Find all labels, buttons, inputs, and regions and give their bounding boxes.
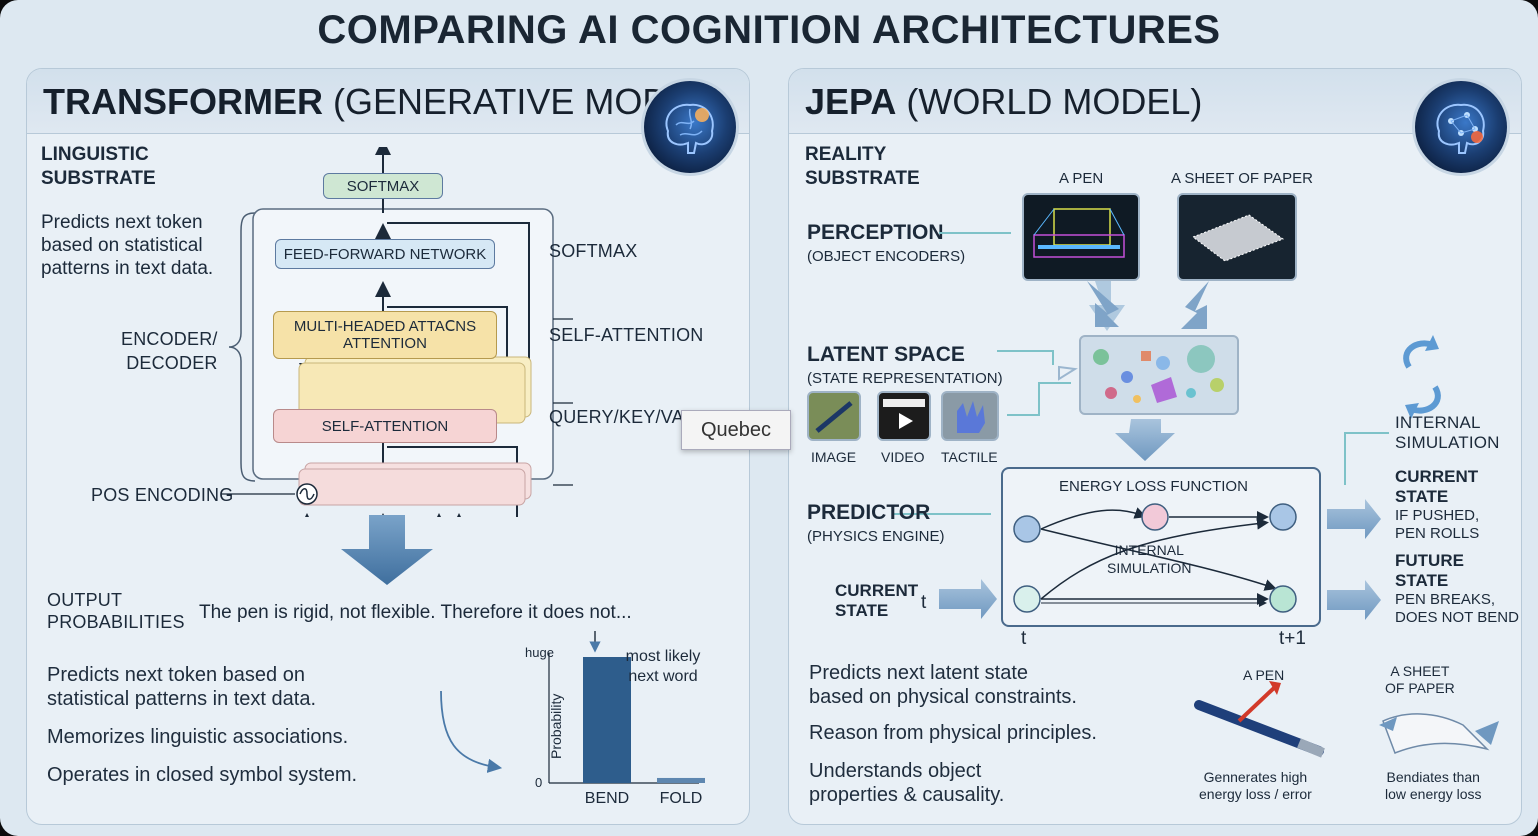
brain-icon	[644, 81, 736, 173]
latent-space-sublabel: (STATE REPRESENTATION)	[807, 370, 1003, 387]
paper-icon	[1379, 713, 1499, 754]
video-modality-label: VIDEO	[881, 449, 925, 465]
predictor-graph	[1013, 503, 1297, 613]
pen-example-label: A PEN	[1243, 667, 1285, 683]
chart-annotation-2: next word	[628, 668, 697, 685]
video-modality-icon	[877, 391, 931, 441]
category-label-bend: BEND	[585, 790, 629, 807]
category-label-fold: FOLD	[660, 790, 703, 807]
tooltip: Quebec	[681, 410, 791, 450]
bar-bend	[583, 657, 631, 783]
perception-label: PERCEPTION	[807, 221, 944, 244]
tactile-modality-label: TACTILE	[941, 449, 998, 465]
pen-icon	[1194, 681, 1325, 758]
transformer-header: TRANSFORMER (GENERATIVE MODEL)	[27, 69, 749, 134]
pos-encoding-connector	[221, 483, 318, 505]
future-state-description: PEN BREAKS,DOES NOT BEND	[1395, 591, 1519, 626]
feed-forward-block: FEED-FORWARD NETWORK	[275, 239, 495, 269]
softmax-side-label: SOFTMAX	[549, 241, 638, 261]
perception-sublabel: (OBJECT ENCODERS)	[807, 248, 966, 265]
qkv-side-label: QUERY/KEY/VALUE	[549, 407, 720, 427]
current-time-label: t	[921, 592, 927, 613]
predictor-label: PREDICTOR	[807, 501, 931, 524]
image-modality-icon	[807, 391, 861, 441]
y-tick-top: huge	[525, 645, 554, 660]
brain-network-icon	[1415, 81, 1507, 173]
right-bullet-2: Reason from physical principles.	[809, 722, 1097, 744]
jepa-title: JEPA (WORLD MODEL)	[805, 81, 1203, 122]
image-modality-label: IMAGE	[811, 449, 857, 465]
latent-space-label: LATENT SPACE	[807, 343, 965, 366]
example-sentence: The pen is rigid, not flexible. Therefor…	[199, 602, 632, 623]
jepa-header: JEPA (WORLD MODEL)	[789, 69, 1521, 134]
jepa-flow-diagram	[893, 232, 1441, 620]
bar-fold	[657, 777, 705, 783]
object2-label: A SHEET OF PAPER	[1171, 170, 1313, 187]
transformer-panel: TRANSFORMER (GENERATIVE MODEL) LINGUISTI…	[26, 68, 750, 825]
predictor-sublabel: (PHYSICS ENGINE)	[807, 528, 945, 545]
pos-encoding-label: POS ENCODING	[91, 485, 234, 505]
latent-space-image	[1079, 335, 1239, 415]
transformer-title: TRANSFORMER (GENERATIVE MODEL)	[43, 81, 725, 122]
energy-loss-label: ENERGY LOSS FUNCTION	[1059, 478, 1248, 495]
paper-encoding-image	[1177, 193, 1297, 281]
object1-label: A PEN	[1059, 170, 1104, 187]
left-bullet-3: Operates in closed symbol system.	[47, 764, 358, 786]
tactile-modality-icon	[941, 391, 999, 441]
left-bullet-2: Memorizes linguistic associations.	[47, 726, 349, 748]
softmax-block: SOFTMAX	[323, 173, 443, 199]
time-axis-t: t	[1021, 628, 1027, 649]
main-title: COMPARING AI COGNITION ARCHITECTURES	[317, 8, 1221, 52]
self-attention-block: SELF-ATTENTION	[273, 409, 497, 443]
encoder-decoder-label: ENCODER/DECODER	[121, 329, 218, 373]
time-axis-t1: t+1	[1279, 628, 1306, 649]
current-state-description: IF PUSHED,PEN ROLLS	[1395, 507, 1480, 542]
pen-encoding-image	[1022, 193, 1140, 281]
output-down-arrow	[341, 515, 433, 585]
y-axis-label: Probability	[548, 694, 564, 759]
self-attention-side-label: SELF-ATTENTION	[549, 325, 704, 345]
chart-annotation-1: most likely	[626, 648, 701, 665]
y-tick-zero: 0	[535, 775, 542, 790]
